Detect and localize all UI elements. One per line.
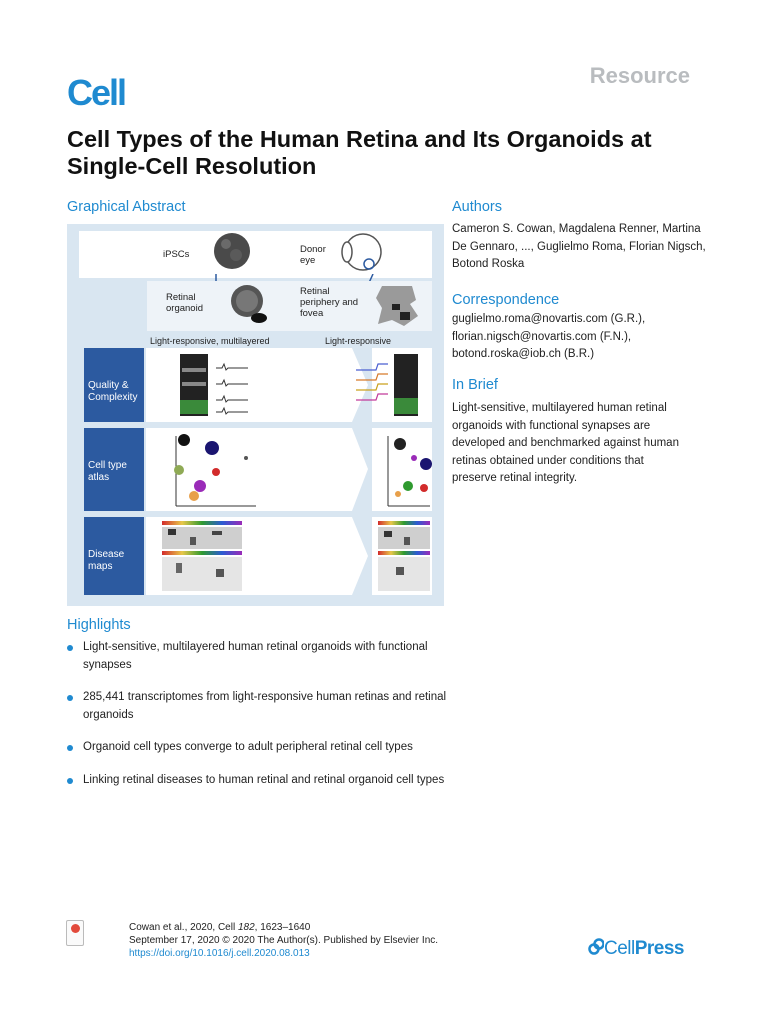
quality-panel <box>146 348 432 422</box>
authors-list: Cameron S. Cowan, Magdalena Renner, Mart… <box>452 223 706 270</box>
disease-heatmap <box>162 517 430 595</box>
citation-footer: Cowan et al., 2020, Cell 182, 1623–1640 … <box>129 921 438 960</box>
donor-eye-label: Donor eye <box>300 244 326 266</box>
atlas-panel <box>146 428 432 511</box>
bullet-icon <box>67 777 73 784</box>
retinal-periphery-label: Retinal periphery and fovea <box>300 286 359 319</box>
email-link-roma[interactable]: guglielmo.roma@novartis.com (G.R.), <box>452 313 646 325</box>
bullet-icon <box>67 645 73 651</box>
article-title: Cell Types of the Human Retina and Its O… <box>67 126 652 179</box>
article-type-label: Resource <box>589 63 690 88</box>
ipsc-sphere-icon <box>214 233 250 269</box>
graphical-abstract-heading: Graphical Abstract <box>67 199 186 215</box>
row-label-quality: Quality & Complexity <box>84 348 144 422</box>
ipscs-label: iPSCs <box>163 249 190 260</box>
organoid-icon <box>231 285 267 323</box>
graphical-abstract-figure: iPSCs Donor eye Retinal organoid Retinal… <box>67 224 444 606</box>
retina-flatmount-icon <box>376 286 418 326</box>
correspondence-heading: Correspondence <box>452 292 560 308</box>
list-item: Light-sensitive, multilayered human reti… <box>67 639 447 674</box>
row-label-disease: Disease maps <box>84 517 144 595</box>
highlights-heading: Highlights <box>67 617 131 633</box>
correspondence-block: guglielmo.roma@novartis.com (G.R.), flor… <box>452 311 712 364</box>
cell-journal-logo: Cell <box>67 72 127 113</box>
citation-line: Cowan et al., 2020, Cell 182, 1623–1640 <box>129 922 311 933</box>
light-multilayered-label: Light-responsive, multilayered <box>150 336 270 346</box>
in-brief-text: Light-sensitive, multilayered human reti… <box>452 402 679 484</box>
disease-panel <box>146 517 432 595</box>
retinal-organoid-label: Retinal organoid <box>166 292 203 314</box>
in-brief-heading: In Brief <box>452 377 498 393</box>
list-item: Organoid cell types converge to adult pe… <box>67 739 447 757</box>
light-responsive-label: Light-responsive <box>325 336 392 346</box>
date-copyright-line: September 17, 2020 © 2020 The Author(s).… <box>129 935 439 946</box>
highlights-list: Light-sensitive, multilayered human reti… <box>67 639 447 804</box>
cellpress-logo-icon <box>588 938 605 955</box>
email-link-roska[interactable]: botond.roska@iob.ch (B.R.) <box>452 348 595 360</box>
doi-link[interactable]: https://doi.org/10.1016/j.cell.2020.08.0… <box>129 948 310 959</box>
bullet-icon <box>67 695 73 701</box>
check-for-updates-icon[interactable] <box>66 920 84 946</box>
quality-figure <box>180 348 418 422</box>
email-link-nigsch[interactable]: florian.nigsch@novartis.com (F.N.), <box>452 330 632 343</box>
bullet-icon <box>67 745 73 751</box>
row-label-atlas: Cell type atlas <box>84 428 144 511</box>
cell-atlas-umap <box>174 428 432 511</box>
eye-icon <box>341 233 382 271</box>
authors-heading: Authors <box>452 199 502 215</box>
cellpress-logo: CellPress <box>588 938 685 960</box>
list-item: 285,441 transcriptomes from light-respon… <box>67 689 447 724</box>
list-item: Linking retinal diseases to human retina… <box>67 772 447 790</box>
